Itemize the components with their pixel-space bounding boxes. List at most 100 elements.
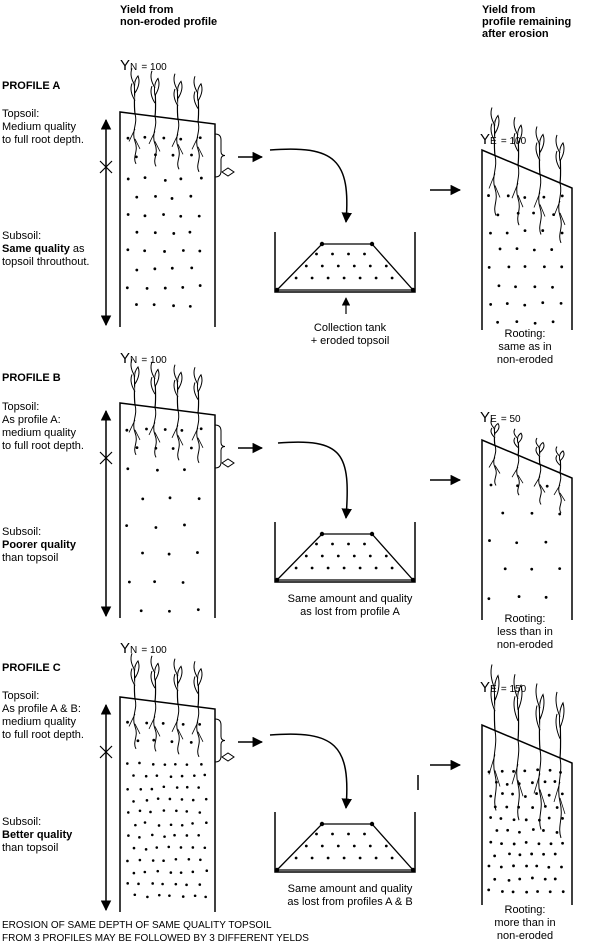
soil-dot [163, 763, 167, 766]
remaining-column [481, 438, 573, 620]
soil-dot [294, 566, 298, 570]
soil-dot [143, 176, 147, 180]
soil-dot [489, 794, 493, 798]
soil-dot [138, 836, 141, 839]
soil-dot [543, 877, 547, 881]
plant-root [128, 128, 136, 142]
soil-dot [547, 816, 551, 820]
plant-root [153, 116, 157, 167]
plant-root [197, 437, 204, 449]
soil-dot [525, 890, 529, 894]
soil-dot [347, 252, 350, 256]
plant-leaf [173, 88, 179, 107]
plant-leaf [176, 80, 183, 99]
soil-dot [549, 842, 553, 846]
soil-dot [512, 864, 515, 868]
soil-dot [369, 531, 375, 537]
soil-dot [553, 852, 557, 856]
soil-dot [347, 832, 350, 836]
plant-root [197, 731, 204, 743]
soil-dot [126, 882, 129, 885]
soil-dot [181, 722, 185, 726]
soil-dot [548, 768, 552, 772]
profile-c-subsoil-l1: Subsoil: [2, 816, 42, 828]
soil-dot [167, 845, 171, 849]
soil-dot [487, 597, 491, 601]
soil-dot [294, 276, 298, 280]
soil-dot [170, 197, 174, 200]
soil-dot [560, 194, 564, 198]
soil-dot [170, 740, 174, 744]
soil-dot [153, 580, 157, 584]
soil-dot [487, 888, 491, 892]
plant-root [191, 427, 199, 441]
soil-dot [191, 870, 195, 874]
plant-leaf [173, 364, 179, 383]
plant-leaf [176, 371, 183, 390]
plant-root [539, 204, 546, 217]
profile-a-tank-l2: + eroded topsoil [310, 335, 390, 347]
soil-dot [203, 773, 207, 777]
plant-leaf [555, 134, 561, 154]
soil-dot [125, 524, 129, 528]
soil-dot [336, 554, 340, 558]
plant-root [196, 706, 200, 758]
soil-dot [169, 823, 173, 827]
soil-dot [185, 810, 189, 813]
soil-dot [199, 858, 202, 862]
soil-dot [161, 882, 164, 886]
plant-root [533, 192, 541, 208]
plant-root [516, 740, 520, 821]
soil-dot [183, 468, 186, 472]
soil-dot [499, 865, 503, 869]
profile-b-ye: YE = 50 [480, 409, 521, 426]
plant-root [533, 476, 541, 487]
plant-leaf [490, 123, 496, 142]
plant-leaf [513, 133, 519, 152]
soil-dot [189, 194, 193, 198]
header-right-line3: after erosion [482, 28, 549, 40]
topsoil-bracket [214, 424, 226, 469]
plant-root [488, 173, 496, 189]
soil-dot [315, 252, 318, 256]
soil-dot [358, 276, 362, 280]
soil-dot [320, 554, 324, 558]
soil-dot [489, 303, 493, 306]
soil-dot [168, 797, 172, 801]
plant-root [176, 410, 180, 461]
soil-dot [162, 809, 166, 812]
soil-dot [152, 303, 156, 307]
soil-dot [135, 195, 139, 199]
soil-dot [410, 867, 416, 873]
soil-dot [197, 214, 201, 218]
tank-walls [274, 232, 416, 293]
soil-dot [162, 785, 166, 789]
profile-c-rooting-l2: more than in [494, 917, 556, 929]
soil-dot [548, 890, 552, 894]
soil-dot [532, 248, 536, 252]
soil-dot [536, 890, 539, 893]
plant-leaf [535, 683, 541, 709]
soil-dot [179, 214, 183, 218]
plant-root [493, 155, 497, 216]
soil-dot [127, 834, 130, 837]
soil-dot [531, 781, 534, 785]
soil-dot [530, 876, 534, 880]
soil-dot [185, 834, 189, 837]
plant-leaf [493, 422, 500, 434]
plant-leaf [196, 373, 203, 393]
soil-dot [181, 581, 185, 584]
plant-root [177, 729, 184, 740]
plant-root [153, 701, 157, 752]
plant-root [154, 141, 161, 152]
plant-leaf [150, 361, 156, 380]
soil-dot [500, 842, 503, 846]
profile-a-ye: YE = 100 [480, 131, 527, 148]
soil-dot [524, 818, 528, 822]
plant-leaf [193, 367, 199, 385]
plant-leaf [490, 418, 496, 430]
plant-leaf [173, 673, 179, 692]
profile-b-rooting-l1: Rooting: [504, 613, 546, 625]
soil-dot [515, 247, 519, 251]
